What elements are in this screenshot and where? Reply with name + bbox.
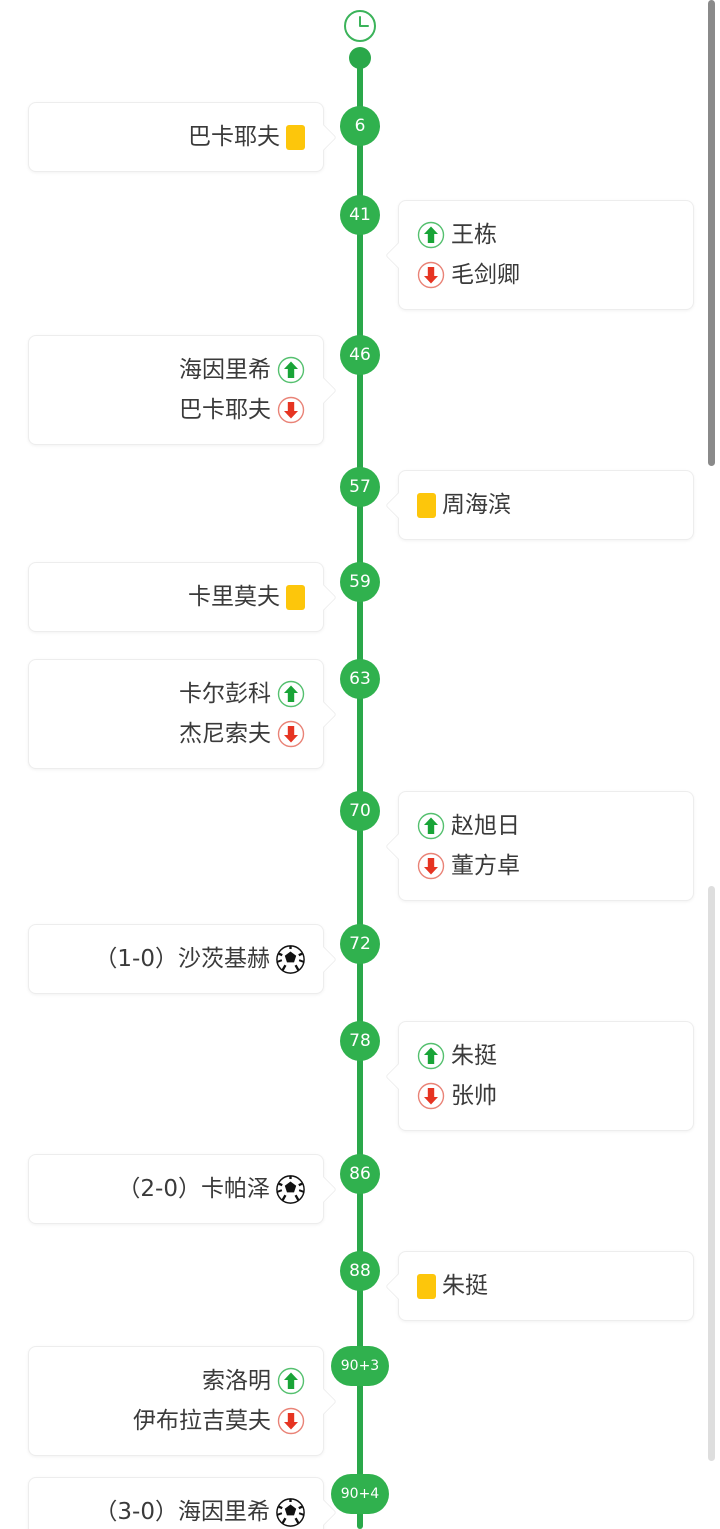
event-card[interactable]: 周海滨 bbox=[398, 470, 694, 540]
event-line: 朱挺 bbox=[417, 1036, 497, 1076]
event-text: 巴卡耶夫 bbox=[188, 124, 280, 150]
goal-icon bbox=[276, 1174, 305, 1204]
event-card[interactable]: 巴卡耶夫 bbox=[28, 102, 324, 172]
event-line: 董方卓 bbox=[417, 846, 520, 886]
sub-out-icon bbox=[277, 720, 305, 748]
page-scrollbar[interactable] bbox=[708, 0, 715, 466]
event-line: 杰尼索夫 bbox=[179, 714, 305, 754]
minute-badge: 70 bbox=[340, 791, 380, 831]
event-line: 巴卡耶夫 bbox=[188, 117, 305, 157]
goal-icon bbox=[276, 944, 305, 974]
sub-in-icon bbox=[277, 356, 305, 384]
minute-badge: 90+4 bbox=[331, 1474, 389, 1514]
minute-badge: 57 bbox=[340, 467, 380, 507]
event-card[interactable]: （1-0）沙茨基赫 bbox=[28, 924, 324, 994]
event-line: （1-0）沙茨基赫 bbox=[94, 939, 305, 979]
event-line: 赵旭日 bbox=[417, 806, 520, 846]
sub-out-icon bbox=[417, 852, 445, 880]
sub-in-icon bbox=[417, 221, 445, 249]
sub-out-icon bbox=[277, 396, 305, 424]
minute-badge: 63 bbox=[340, 659, 380, 699]
timeline-axis bbox=[357, 50, 363, 1529]
event-text: 周海滨 bbox=[442, 492, 511, 518]
event-line: 海因里希 bbox=[179, 350, 305, 390]
event-line: 巴卡耶夫 bbox=[179, 390, 305, 430]
event-card[interactable]: 索洛明伊布拉吉莫夫 bbox=[28, 1346, 324, 1456]
event-card[interactable]: 朱挺 bbox=[398, 1251, 694, 1321]
event-line: 毛剑卿 bbox=[417, 255, 520, 295]
clock-icon bbox=[340, 6, 380, 46]
event-card[interactable]: 卡尔彭科杰尼索夫 bbox=[28, 659, 324, 769]
event-text: 巴卡耶夫 bbox=[179, 397, 271, 423]
event-card[interactable]: 王栋毛剑卿 bbox=[398, 200, 694, 310]
minute-badge: 88 bbox=[340, 1251, 380, 1291]
kickoff-dot bbox=[349, 47, 371, 69]
yellow-card-icon bbox=[417, 492, 436, 518]
minute-badge: 72 bbox=[340, 924, 380, 964]
event-text: 董方卓 bbox=[451, 853, 520, 879]
event-text: 王栋 bbox=[451, 222, 497, 248]
event-text: 毛剑卿 bbox=[451, 262, 520, 288]
event-card[interactable]: （3-0）海因里希 bbox=[28, 1477, 324, 1529]
timeline-scrollbar[interactable] bbox=[708, 886, 715, 1461]
event-line: 卡里莫夫 bbox=[188, 577, 305, 617]
sub-out-icon bbox=[277, 1407, 305, 1435]
event-line: 周海滨 bbox=[417, 485, 511, 525]
yellow-card-icon bbox=[286, 124, 305, 150]
event-line: （2-0）卡帕泽 bbox=[117, 1169, 305, 1209]
event-line: 伊布拉吉莫夫 bbox=[133, 1401, 305, 1441]
event-line: 索洛明 bbox=[202, 1361, 305, 1401]
minute-badge: 41 bbox=[340, 195, 380, 235]
sub-in-icon bbox=[277, 1367, 305, 1395]
event-text: 赵旭日 bbox=[451, 813, 520, 839]
event-line: 张帅 bbox=[417, 1076, 497, 1116]
minute-badge: 90+3 bbox=[331, 1346, 389, 1386]
minute-badge: 46 bbox=[340, 335, 380, 375]
goal-icon bbox=[276, 1497, 305, 1527]
sub-out-icon bbox=[417, 1082, 445, 1110]
event-line: 卡尔彭科 bbox=[179, 674, 305, 714]
event-text: 朱挺 bbox=[442, 1273, 488, 1299]
event-text: 张帅 bbox=[451, 1083, 497, 1109]
event-card[interactable]: 海因里希巴卡耶夫 bbox=[28, 335, 324, 445]
sub-in-icon bbox=[417, 812, 445, 840]
event-line: 王栋 bbox=[417, 215, 497, 255]
minute-badge: 6 bbox=[340, 106, 380, 146]
event-card[interactable]: 赵旭日董方卓 bbox=[398, 791, 694, 901]
event-text: （2-0）卡帕泽 bbox=[117, 1176, 270, 1202]
event-card[interactable]: （2-0）卡帕泽 bbox=[28, 1154, 324, 1224]
event-line: 朱挺 bbox=[417, 1266, 488, 1306]
event-text: 卡里莫夫 bbox=[188, 584, 280, 610]
event-text: 杰尼索夫 bbox=[179, 721, 271, 747]
event-card[interactable]: 朱挺张帅 bbox=[398, 1021, 694, 1131]
yellow-card-icon bbox=[417, 1273, 436, 1299]
event-text: 海因里希 bbox=[179, 357, 271, 383]
event-text: 卡尔彭科 bbox=[179, 681, 271, 707]
yellow-card-icon bbox=[286, 584, 305, 610]
event-card[interactable]: 卡里莫夫 bbox=[28, 562, 324, 632]
event-text: 伊布拉吉莫夫 bbox=[133, 1408, 271, 1434]
sub-in-icon bbox=[277, 680, 305, 708]
minute-badge: 78 bbox=[340, 1021, 380, 1061]
event-text: 朱挺 bbox=[451, 1043, 497, 1069]
event-text: （1-0）沙茨基赫 bbox=[94, 946, 270, 972]
event-line: （3-0）海因里希 bbox=[94, 1492, 305, 1529]
event-text: 索洛明 bbox=[202, 1368, 271, 1394]
minute-badge: 59 bbox=[340, 562, 380, 602]
event-text: （3-0）海因里希 bbox=[94, 1499, 270, 1525]
minute-badge: 86 bbox=[340, 1154, 380, 1194]
sub-in-icon bbox=[417, 1042, 445, 1070]
sub-out-icon bbox=[417, 261, 445, 289]
